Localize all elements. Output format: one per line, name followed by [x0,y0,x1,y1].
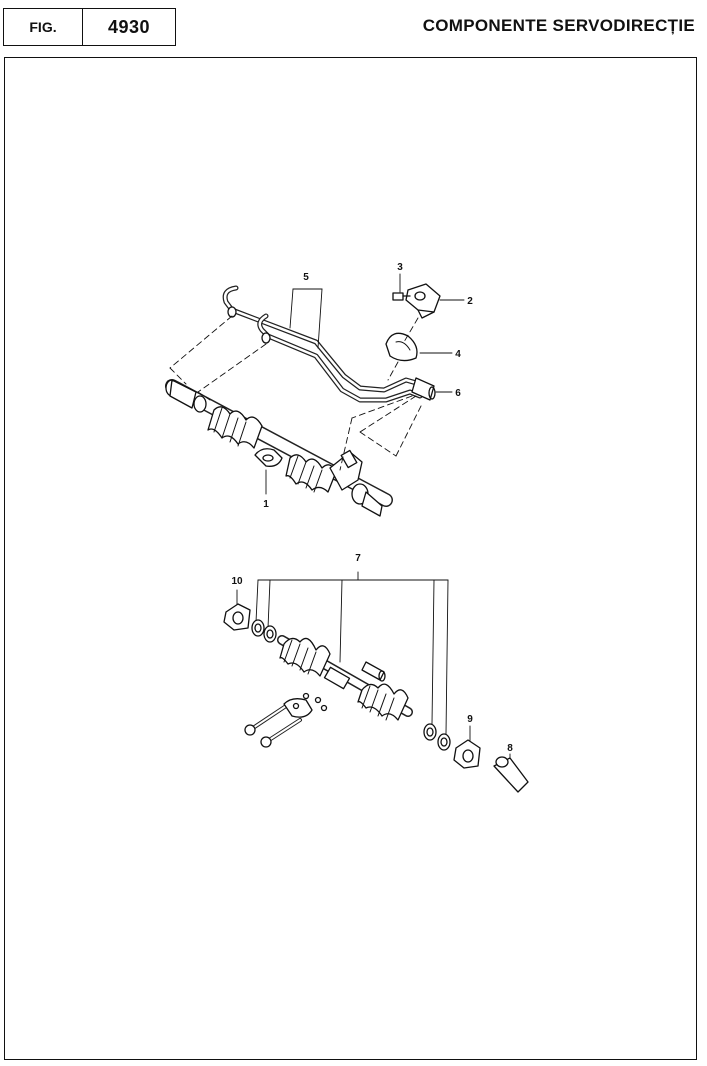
tie-rod-end-right [453,739,481,769]
cover-plate [385,332,418,362]
steering-rack-housing [165,379,393,517]
callout-10: 10 [231,576,243,587]
callout-8: 8 [507,743,513,754]
pipe-fitting [411,377,436,401]
protective-cap [493,756,529,793]
callout-6: 6 [455,388,461,399]
hydraulic-pipes [222,285,423,403]
callout-2: 2 [467,296,473,307]
tie-rod-end-left [223,603,251,631]
leader-lines-upper [265,273,465,495]
callout-labels: 1 2 3 4 5 6 7 8 9 10 [231,262,513,754]
assembly-lines [169,315,423,471]
seal-ring [263,625,277,643]
lower-assembly [223,571,529,793]
left-bellows [207,406,263,449]
page-title: COMPONENTE SERVODIRECȚIE [422,16,695,35]
callout-9: 9 [467,714,473,725]
callout-7: 7 [355,553,361,564]
seal-ring [251,619,265,637]
seal-ring [437,733,451,751]
bracket [405,283,441,319]
upper-assembly [165,273,465,517]
callout-4: 4 [455,349,461,360]
fig-label: FIG. [4,9,83,45]
right-bellows [285,454,337,493]
mounting-bolts [244,661,386,748]
fig-number: 4930 [107,16,151,37]
callout-5: 5 [303,272,309,283]
callout-3: 3 [397,262,403,273]
drawing-frame [4,57,697,1060]
callout-1: 1 [263,499,269,510]
seal-ring [423,723,437,741]
screw [392,292,411,301]
rack-with-bellows [277,635,413,721]
figure-number-box: FIG. 4930 [3,8,176,46]
